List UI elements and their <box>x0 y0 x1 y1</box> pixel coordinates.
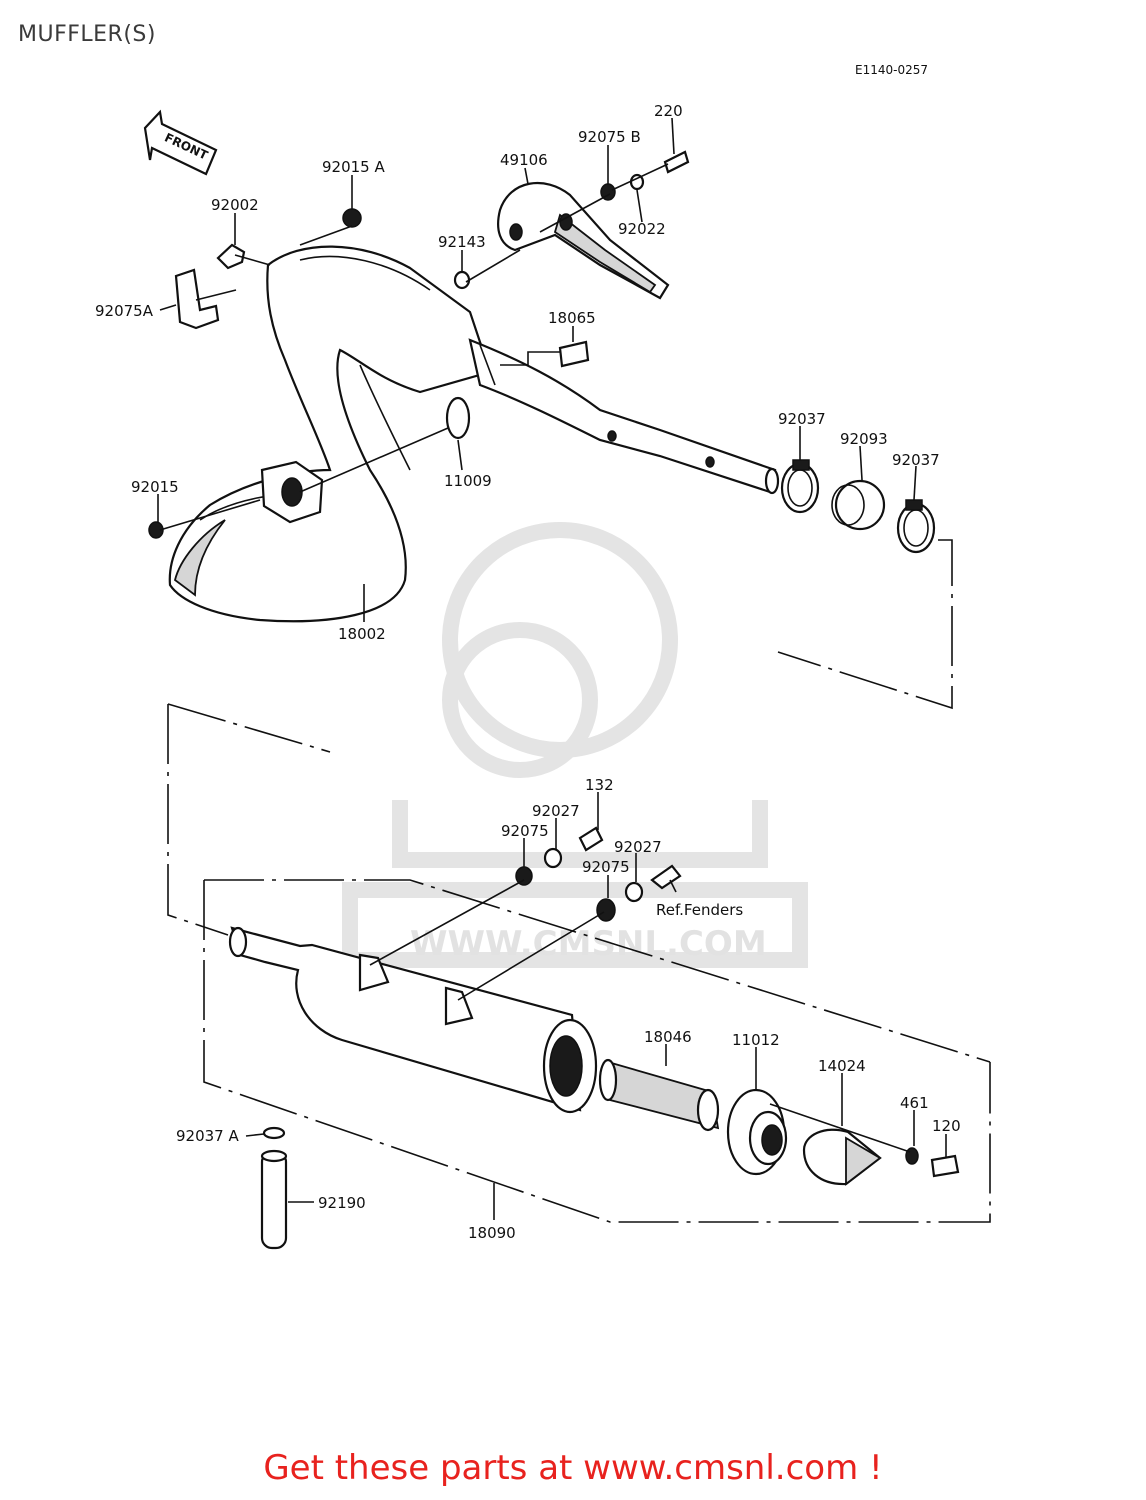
label-49106: 49106 <box>500 151 548 169</box>
clamp-92037-right <box>896 499 936 554</box>
label-11009: 11009 <box>444 472 492 490</box>
nut-92015 <box>148 521 164 539</box>
label-92075A: 92075A <box>95 302 154 320</box>
footer-promo: Get these parts at www.cmsnl.com ! <box>263 1448 883 1488</box>
expansion-chamber-18002 <box>168 245 780 623</box>
front-arrow-icon: FRONT <box>143 109 218 176</box>
page-title: MUFFLER(S) <box>18 22 156 47</box>
washer-461 <box>905 1147 919 1165</box>
label-18065: 18065 <box>548 309 596 327</box>
label-92075B: 92075 B <box>578 128 641 146</box>
plate-11012 <box>726 1088 788 1176</box>
gasket-92093 <box>831 479 886 531</box>
watermark-text: WWW.CMSNL.COM <box>410 924 767 964</box>
label-92002: 92002 <box>211 196 259 214</box>
label-92027-b: 92027 <box>614 838 662 856</box>
label-461: 461 <box>900 1094 929 1112</box>
label-132: 132 <box>585 776 614 794</box>
label-18046: 18046 <box>644 1028 692 1046</box>
label-92027-a: 92027 <box>532 802 580 820</box>
label-ref-fenders: Ref.Fenders <box>656 901 743 919</box>
label-14024: 14024 <box>818 1057 866 1075</box>
washer-92143 <box>453 270 471 290</box>
bolt-132 <box>578 826 604 852</box>
label-92022: 92022 <box>618 220 666 238</box>
spark-arrestor-14024 <box>802 1128 882 1186</box>
clamp-92037-left <box>780 459 820 514</box>
pipe-92190 <box>260 1149 288 1250</box>
label-92075-a: 92075 <box>501 822 549 840</box>
nut-92015A <box>342 208 362 228</box>
label-120: 120 <box>932 1117 961 1135</box>
label-18002: 18002 <box>338 625 386 643</box>
label-92093: 92093 <box>840 430 888 448</box>
filter-18046 <box>598 1058 720 1132</box>
label-92037-upper-2: 92037 <box>892 451 940 469</box>
label-92037A: 92037 A <box>176 1127 239 1145</box>
label-18090: 18090 <box>468 1224 516 1242</box>
label-92075-b: 92075 <box>582 858 630 876</box>
collar-92027-a <box>543 847 563 869</box>
label-92015A: 92015 A <box>322 158 385 176</box>
label-92190: 92190 <box>318 1194 366 1212</box>
grommet-92075-b <box>596 898 616 922</box>
heat-guard-49106 <box>497 181 670 300</box>
cmsnl-watermark: WWW.CMSNL.COM <box>342 522 808 968</box>
o-ring-11009 <box>445 396 471 440</box>
bolt-220 <box>663 150 690 174</box>
bolt-ref-fenders <box>650 864 682 890</box>
collar-92027-b <box>624 881 644 903</box>
label-92143: 92143 <box>438 233 486 251</box>
clip-92037A <box>262 1126 286 1140</box>
label-11012: 11012 <box>732 1031 780 1049</box>
label-220: 220 <box>654 102 683 120</box>
label-92037-upper: 92037 <box>778 410 826 428</box>
bolt-120 <box>930 1154 960 1178</box>
label-92015: 92015 <box>131 478 179 496</box>
rubber-18065 <box>558 340 590 368</box>
silencer-18090 <box>228 926 598 1114</box>
diagram-code: E1140-0257 <box>855 63 928 77</box>
